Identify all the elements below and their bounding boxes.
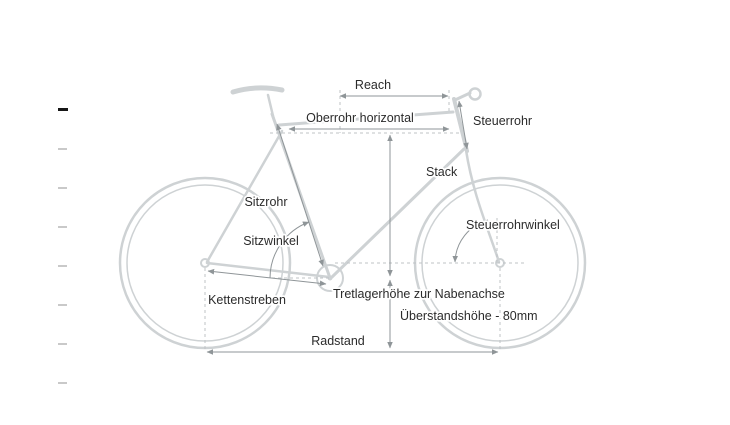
pager-dash[interactable] bbox=[58, 265, 67, 267]
label-steuerrohrwinkel: Steuerrohrwinkel bbox=[466, 218, 560, 232]
pager-dash[interactable] bbox=[58, 226, 67, 228]
label-radstand: Radstand bbox=[311, 334, 365, 348]
pager-dash[interactable] bbox=[58, 304, 67, 306]
pager-dash-active[interactable] bbox=[58, 108, 68, 111]
label-reach: Reach bbox=[355, 78, 391, 92]
labels: Reach Oberrohr horizontal Steuerrohr Sta… bbox=[206, 76, 561, 350]
pager bbox=[58, 108, 68, 384]
label-oberrohr: Oberrohr horizontal bbox=[306, 111, 414, 125]
steuerrohr-dimension-line bbox=[457, 100, 469, 150]
pager-dash[interactable] bbox=[58, 382, 67, 384]
label-stack: Stack bbox=[426, 165, 458, 179]
label-sitzrohr: Sitzrohr bbox=[244, 195, 287, 209]
handlebar bbox=[453, 87, 482, 102]
label-kettenstreben: Kettenstreben bbox=[208, 293, 286, 307]
kettenstreben-dimension-line bbox=[207, 268, 327, 287]
label-steuerrohr: Steuerrohr bbox=[473, 114, 532, 128]
label-tretlagerhoehe: Tretlagerhöhe zur Nabenachse bbox=[333, 287, 505, 301]
saddle bbox=[230, 85, 285, 122]
pager-dash[interactable] bbox=[58, 148, 67, 150]
pager-dash[interactable] bbox=[58, 187, 67, 189]
label-sitzwinkel: Sitzwinkel bbox=[243, 234, 299, 248]
dimension-lines bbox=[206, 93, 499, 355]
pager-dash[interactable] bbox=[58, 343, 67, 345]
sitzwinkel-angle-arc bbox=[269, 221, 310, 279]
steuerrohrwinkel-angle-arc bbox=[452, 219, 489, 263]
label-ueberstandshoehe: Überstandshöhe - 80mm bbox=[400, 309, 538, 323]
sitzrohr-dimension-line bbox=[276, 123, 324, 267]
